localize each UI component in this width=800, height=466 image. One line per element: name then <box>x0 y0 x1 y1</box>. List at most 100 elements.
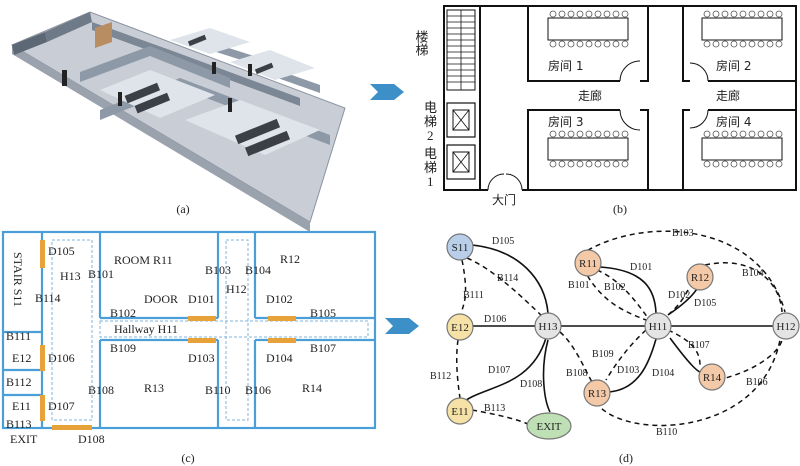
b105-label: B105 <box>310 306 336 320</box>
edge-b104-label: B104 <box>742 268 764 279</box>
elevator-2-char-3: 2 <box>427 128 434 143</box>
node-r14-label: R14 <box>703 372 722 384</box>
b106-label: B106 <box>245 383 271 397</box>
d106-label: D106 <box>48 351 75 365</box>
node-h13-label: H13 <box>539 321 558 333</box>
edge-b112-label: B112 <box>430 371 451 382</box>
node-h12-label: H12 <box>777 321 796 333</box>
edge-d103-label: D103 <box>617 365 639 376</box>
edge-d106-label: D106 <box>484 314 506 325</box>
d102-label: D102 <box>266 292 293 306</box>
panel-b-chairs <box>549 10 783 168</box>
panel-d-edges-solid <box>459 244 775 413</box>
edge-d108-label: D108 <box>520 379 542 390</box>
node-e11 <box>446 397 474 425</box>
panel-d-nodes <box>446 233 800 440</box>
node-exit <box>526 412 572 440</box>
node-r12 <box>686 263 714 291</box>
b104-label: B104 <box>245 263 271 277</box>
panel-c-floorplan <box>1 230 377 430</box>
stairs-label: 楼梯 <box>413 30 429 56</box>
panel-b-label: (b) <box>613 202 627 216</box>
room-1-label: 房间 1 <box>548 58 583 73</box>
b110-label: B110 <box>205 383 231 397</box>
room-2-label: 房间 2 <box>716 58 751 73</box>
edge-b113-label: B113 <box>484 403 505 414</box>
node-r14 <box>698 363 726 391</box>
room-3-label: 房间 3 <box>548 114 583 129</box>
b108-label: B108 <box>88 383 114 397</box>
edge-d102-label: D102 <box>668 290 690 301</box>
panel-a-3d-render <box>10 11 346 232</box>
hallway-h11-label: Hallway H11 <box>114 322 178 336</box>
d107-label: D107 <box>48 399 75 413</box>
node-h13 <box>534 312 562 340</box>
panel-c-doors <box>40 240 296 430</box>
elevator-1-char-2: 梯 <box>424 161 437 176</box>
panel-d-edges-dashed <box>456 230 786 427</box>
exit-label: EXIT <box>10 432 38 446</box>
b101-label: B101 <box>88 267 114 281</box>
r12-label: R12 <box>280 252 300 266</box>
e12-label: E12 <box>12 351 31 365</box>
d108-label: D108 <box>78 432 105 446</box>
panel-d-node-labels: S11 E12 E11 EXIT H13 H11 H12 R11 R12 R13… <box>451 242 795 433</box>
edge-b103-label: B103 <box>672 228 694 239</box>
elevator-2-char-1: 电 <box>424 101 437 116</box>
b109-label: B109 <box>110 341 136 355</box>
d105-label: D105 <box>48 244 75 258</box>
edge-d101-label: D101 <box>630 262 652 273</box>
corridor-right-label: 走廊 <box>716 88 740 103</box>
node-e12 <box>446 313 474 341</box>
panel-a-label: (a) <box>176 202 189 216</box>
node-h11-label: H11 <box>649 321 668 333</box>
panel-d-edge-labels: D105 B114 B111 D106 B112 D107 D108 B113 … <box>430 228 768 438</box>
node-e12-label: E12 <box>451 322 469 334</box>
h13-label: H13 <box>60 269 81 283</box>
b103-label: B103 <box>205 263 231 277</box>
edge-b101-label: B101 <box>568 280 590 291</box>
edge-d107-label: D107 <box>488 365 510 376</box>
node-s11 <box>446 233 474 261</box>
b114-label: B114 <box>35 291 61 305</box>
b102-label: B102 <box>110 306 136 320</box>
edge-b109-label: B109 <box>592 349 614 360</box>
edge-d104-label: D104 <box>652 368 674 379</box>
edge-d105-label: D105 <box>492 236 514 247</box>
node-r11-label: R11 <box>579 258 597 270</box>
node-r12-label: R12 <box>691 272 709 284</box>
elevator-2-char-2: 梯 <box>424 115 437 130</box>
panel-c-label: (c) <box>181 451 194 465</box>
h12-label: H12 <box>226 282 247 296</box>
edge-b110-label: B110 <box>656 427 677 438</box>
edge-b108-label: B108 <box>566 368 588 379</box>
panel-d-label: (d) <box>619 451 633 465</box>
edge-b107-label: B107 <box>688 340 710 351</box>
d104-label: D104 <box>266 351 293 365</box>
panel-b-floorplan <box>443 5 797 192</box>
stair-s11-label: STAIR S11 <box>11 252 25 307</box>
node-h12 <box>772 312 800 340</box>
node-r13 <box>583 379 611 407</box>
panel-c-labels: STAIR S11 D105 H13 B114 B111 E12 D106 B1… <box>6 244 336 446</box>
elevator-1-char-3: 1 <box>427 174 434 189</box>
arrow-right-icon <box>385 318 419 334</box>
r13-label: R13 <box>144 381 164 395</box>
node-h11 <box>644 312 672 340</box>
door-label: DOOR <box>144 292 178 306</box>
elevator-1-char-1: 电 <box>424 147 437 162</box>
arrow-right-icon <box>370 84 404 100</box>
d101-label: D101 <box>188 292 215 306</box>
node-r13-label: R13 <box>588 388 607 400</box>
edge-b114-label: B114 <box>497 273 518 284</box>
room-4-label: 房间 4 <box>716 114 751 129</box>
panel-c-hallway-outline <box>51 239 369 421</box>
b113-label: B113 <box>6 417 32 431</box>
edge-b106-label: B106 <box>746 377 768 388</box>
b107-label: B107 <box>310 341 336 355</box>
main-door-label: 大门 <box>492 192 516 207</box>
r14-label: R14 <box>302 381 322 395</box>
node-s11-label: S11 <box>452 242 469 254</box>
corridor-left-label: 走廊 <box>578 88 602 103</box>
